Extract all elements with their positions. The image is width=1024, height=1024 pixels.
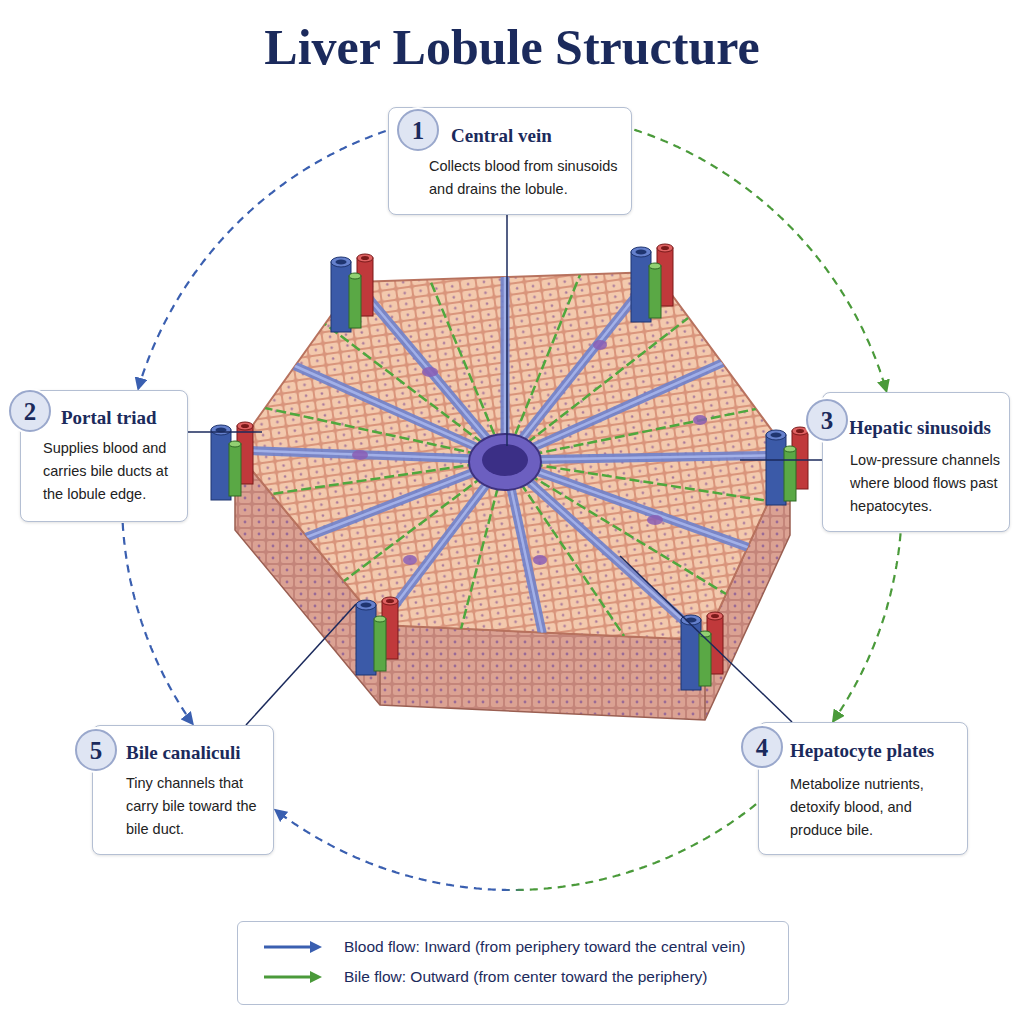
legend-arrow-sample <box>262 970 324 984</box>
legend-text: Bile flow: Outward (from center toward t… <box>344 968 708 986</box>
lobule-top <box>235 272 790 640</box>
leader-line <box>620 556 792 722</box>
callout-box: Central veinCollects blood from sinusoid… <box>388 107 632 215</box>
box-heading: Bile canaliculi <box>126 742 272 764</box>
kupffer-cell <box>352 450 368 460</box>
flow-arrow <box>276 804 756 890</box>
box-body: Collects blood from sinusoids and drains… <box>429 155 629 201</box>
box-heading: Hepatocyte plates <box>790 740 966 762</box>
flow-arrow <box>123 523 193 723</box>
callout-number-circle: 3 <box>806 399 848 441</box>
box-body: Tiny channels that carry bile toward the… <box>126 772 271 841</box>
legend-arrow-sample <box>262 940 324 954</box>
callout-box: Bile canaliculiTiny channels that carry … <box>92 725 274 855</box>
leader-line <box>740 459 822 461</box>
portal-triad <box>211 422 253 500</box>
diagram-title: Liver Lobule Structure <box>0 18 1024 76</box>
portal-triad <box>631 244 673 322</box>
kupffer-cell <box>533 555 547 565</box>
flow-arrow <box>833 533 900 721</box>
kupffer-cell <box>403 555 417 565</box>
kupffer-cell <box>693 415 707 425</box>
callout-box: Hepatocyte platesMetabolize nutrients, d… <box>758 722 968 855</box>
box-heading: Central vein <box>451 125 627 147</box>
portal-triad <box>681 612 723 690</box>
legend-arrow-line <box>264 976 312 979</box>
portal-triad <box>356 597 398 675</box>
leader-line <box>188 431 262 433</box>
legend-text: Blood flow: Inward (from periphery towar… <box>344 938 745 956</box>
legend-row: Bile flow: Outward (from center toward t… <box>262 964 708 990</box>
sinusoid-highlight <box>504 277 507 460</box>
callout-number: 5 <box>90 738 103 763</box>
callout-number: 4 <box>756 735 769 760</box>
legend-arrow-line <box>264 946 312 949</box>
flow-arrow <box>138 131 385 388</box>
legend-box: Blood flow: Inward (from periphery towar… <box>237 921 789 1005</box>
sinusoid-group <box>235 272 790 640</box>
flow-arrow <box>634 130 886 391</box>
kupffer-cell <box>593 340 607 350</box>
callout-number: 2 <box>24 399 37 424</box>
radial-channels <box>235 272 790 640</box>
legend-arrow-head <box>310 941 322 953</box>
leader-line <box>246 604 356 725</box>
callout-box: Hepatic sinusoidsLow-pressure channels w… <box>822 392 1010 532</box>
bile-canaliculus <box>325 324 505 460</box>
leader-line <box>506 215 508 446</box>
portal-triad <box>331 254 373 332</box>
kupffer-group <box>352 340 707 565</box>
central-vein-lumen <box>482 444 528 476</box>
kupffer-cell <box>422 367 438 377</box>
bile-canaliculus <box>505 460 726 594</box>
sinusoid <box>235 450 505 460</box>
bile-canaliculus <box>505 318 688 460</box>
box-heading: Portal triad <box>61 407 187 429</box>
bile-canaliculus <box>505 460 768 501</box>
box-body: Metabolize nutrients, detoxify blood, an… <box>790 773 965 842</box>
leader-group <box>188 215 822 725</box>
box-body: Low-pressure channels where blood flows … <box>850 449 1008 518</box>
central-vein <box>469 434 541 490</box>
sinusoid-highlight <box>235 450 505 460</box>
callout-number-circle: 2 <box>9 390 51 432</box>
callout-number-circle: 1 <box>397 109 439 151</box>
kupffer-cell <box>647 515 663 525</box>
box-heading: Hepatic sinusoids <box>849 417 1011 439</box>
callout-number: 3 <box>821 408 834 433</box>
callout-number-circle: 4 <box>741 726 783 768</box>
callout-number-circle: 5 <box>75 729 117 771</box>
bile-canaliculus <box>505 409 756 460</box>
callout-box: Portal triadSupplies blood and carries b… <box>20 390 188 522</box>
legend-arrow-head <box>310 971 322 983</box>
legend-row: Blood flow: Inward (from periphery towar… <box>262 934 745 960</box>
portal-triad <box>766 427 808 505</box>
box-body: Supplies blood and carries bile ducts at… <box>43 437 185 506</box>
sinusoid <box>501 277 510 460</box>
sinusoid-highlight-group <box>235 272 790 640</box>
callout-number: 1 <box>412 118 425 143</box>
